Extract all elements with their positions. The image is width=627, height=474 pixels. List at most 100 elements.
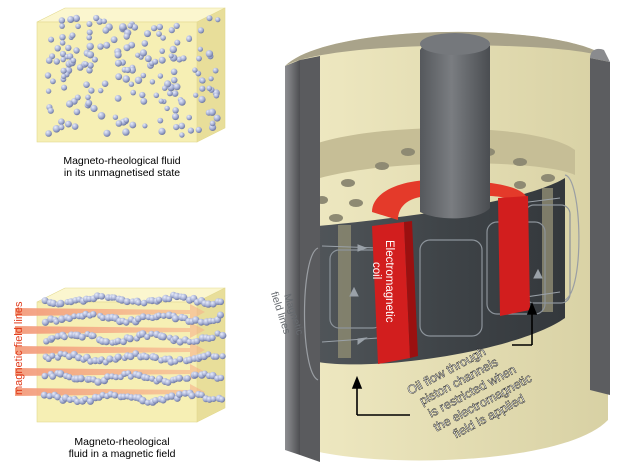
particle — [114, 337, 122, 345]
particle — [49, 299, 58, 307]
particle — [205, 50, 214, 58]
particle — [91, 56, 98, 63]
particle — [98, 87, 104, 94]
particle — [158, 127, 166, 135]
particle — [128, 81, 135, 87]
particle — [71, 313, 78, 320]
particle — [61, 73, 67, 79]
particle — [158, 98, 164, 104]
particle — [199, 85, 206, 92]
particle — [139, 91, 146, 99]
particle — [168, 392, 176, 400]
particle — [73, 47, 80, 54]
particle — [158, 56, 166, 64]
particle — [56, 299, 65, 308]
field-arrow — [15, 322, 205, 338]
cylinder-wall-left — [285, 60, 300, 455]
particle — [90, 332, 97, 339]
particle — [102, 338, 110, 346]
particle — [131, 24, 139, 31]
particle — [198, 95, 206, 104]
particle — [151, 354, 159, 361]
particle — [217, 311, 224, 319]
particle — [119, 23, 127, 31]
particle — [188, 392, 196, 400]
cube-magnetised — [15, 287, 227, 423]
particle — [44, 72, 52, 79]
particle — [175, 390, 183, 398]
particle — [213, 353, 220, 360]
particle — [159, 333, 167, 341]
particle — [53, 58, 60, 65]
particle — [114, 51, 122, 59]
particle — [139, 396, 147, 405]
oil-flow-pointers — [351, 301, 538, 416]
particle — [167, 90, 173, 97]
field-arrow — [15, 342, 205, 358]
particle — [52, 125, 61, 133]
piston-channels — [338, 188, 553, 358]
particle — [66, 373, 73, 381]
particle — [155, 296, 163, 303]
particle — [85, 94, 91, 101]
particle — [156, 31, 162, 37]
particle — [57, 350, 64, 357]
particle — [45, 88, 52, 94]
particle — [53, 318, 60, 325]
particle — [157, 73, 164, 79]
coil-label: Electromagnetic coil — [370, 240, 395, 326]
particle — [48, 36, 55, 43]
particle — [126, 334, 134, 343]
particle — [172, 113, 179, 121]
coil-bar-left — [372, 222, 410, 364]
particle — [173, 22, 180, 29]
particle — [66, 53, 74, 60]
particle — [54, 45, 61, 52]
particle — [129, 67, 136, 74]
particle — [103, 41, 111, 49]
particle — [124, 66, 131, 74]
particle — [59, 23, 65, 29]
damper-cutaway — [285, 31, 610, 462]
coil-bar-right — [498, 196, 530, 316]
particle — [171, 77, 178, 84]
particle — [155, 312, 162, 319]
particle — [99, 314, 107, 321]
particle — [173, 83, 181, 91]
particle — [90, 311, 97, 318]
particle — [61, 84, 68, 91]
particle — [123, 33, 130, 40]
particle — [208, 108, 216, 116]
particle — [87, 62, 94, 69]
magnetic-field-lines-label: magnetic field lines — [13, 301, 25, 395]
particle — [86, 34, 92, 41]
particle — [186, 114, 192, 121]
particle — [149, 79, 156, 85]
particle — [139, 49, 147, 57]
caption-unmagnetised: Magneto-rheological fluid in its unmagne… — [52, 155, 192, 179]
particle — [217, 374, 225, 382]
particle — [86, 67, 93, 74]
particle — [151, 25, 158, 32]
particle — [171, 314, 180, 323]
particle — [123, 117, 129, 123]
particle — [210, 396, 217, 402]
particle — [162, 85, 168, 91]
field-line-arrows — [321, 197, 561, 345]
particle — [153, 92, 160, 99]
particle — [195, 70, 202, 77]
particle — [171, 90, 179, 97]
particle — [58, 17, 66, 24]
particle — [176, 356, 184, 363]
particle — [41, 318, 50, 326]
particle — [114, 59, 122, 67]
particle — [54, 393, 61, 401]
particle — [112, 114, 119, 120]
particle — [97, 43, 104, 50]
particle — [144, 333, 151, 340]
caption-magnetised: Magneto-rheological fluid in a magnetic … — [52, 436, 192, 460]
particle — [169, 45, 177, 54]
particle — [130, 89, 136, 96]
particle — [45, 130, 52, 137]
particles-chains — [40, 291, 227, 406]
